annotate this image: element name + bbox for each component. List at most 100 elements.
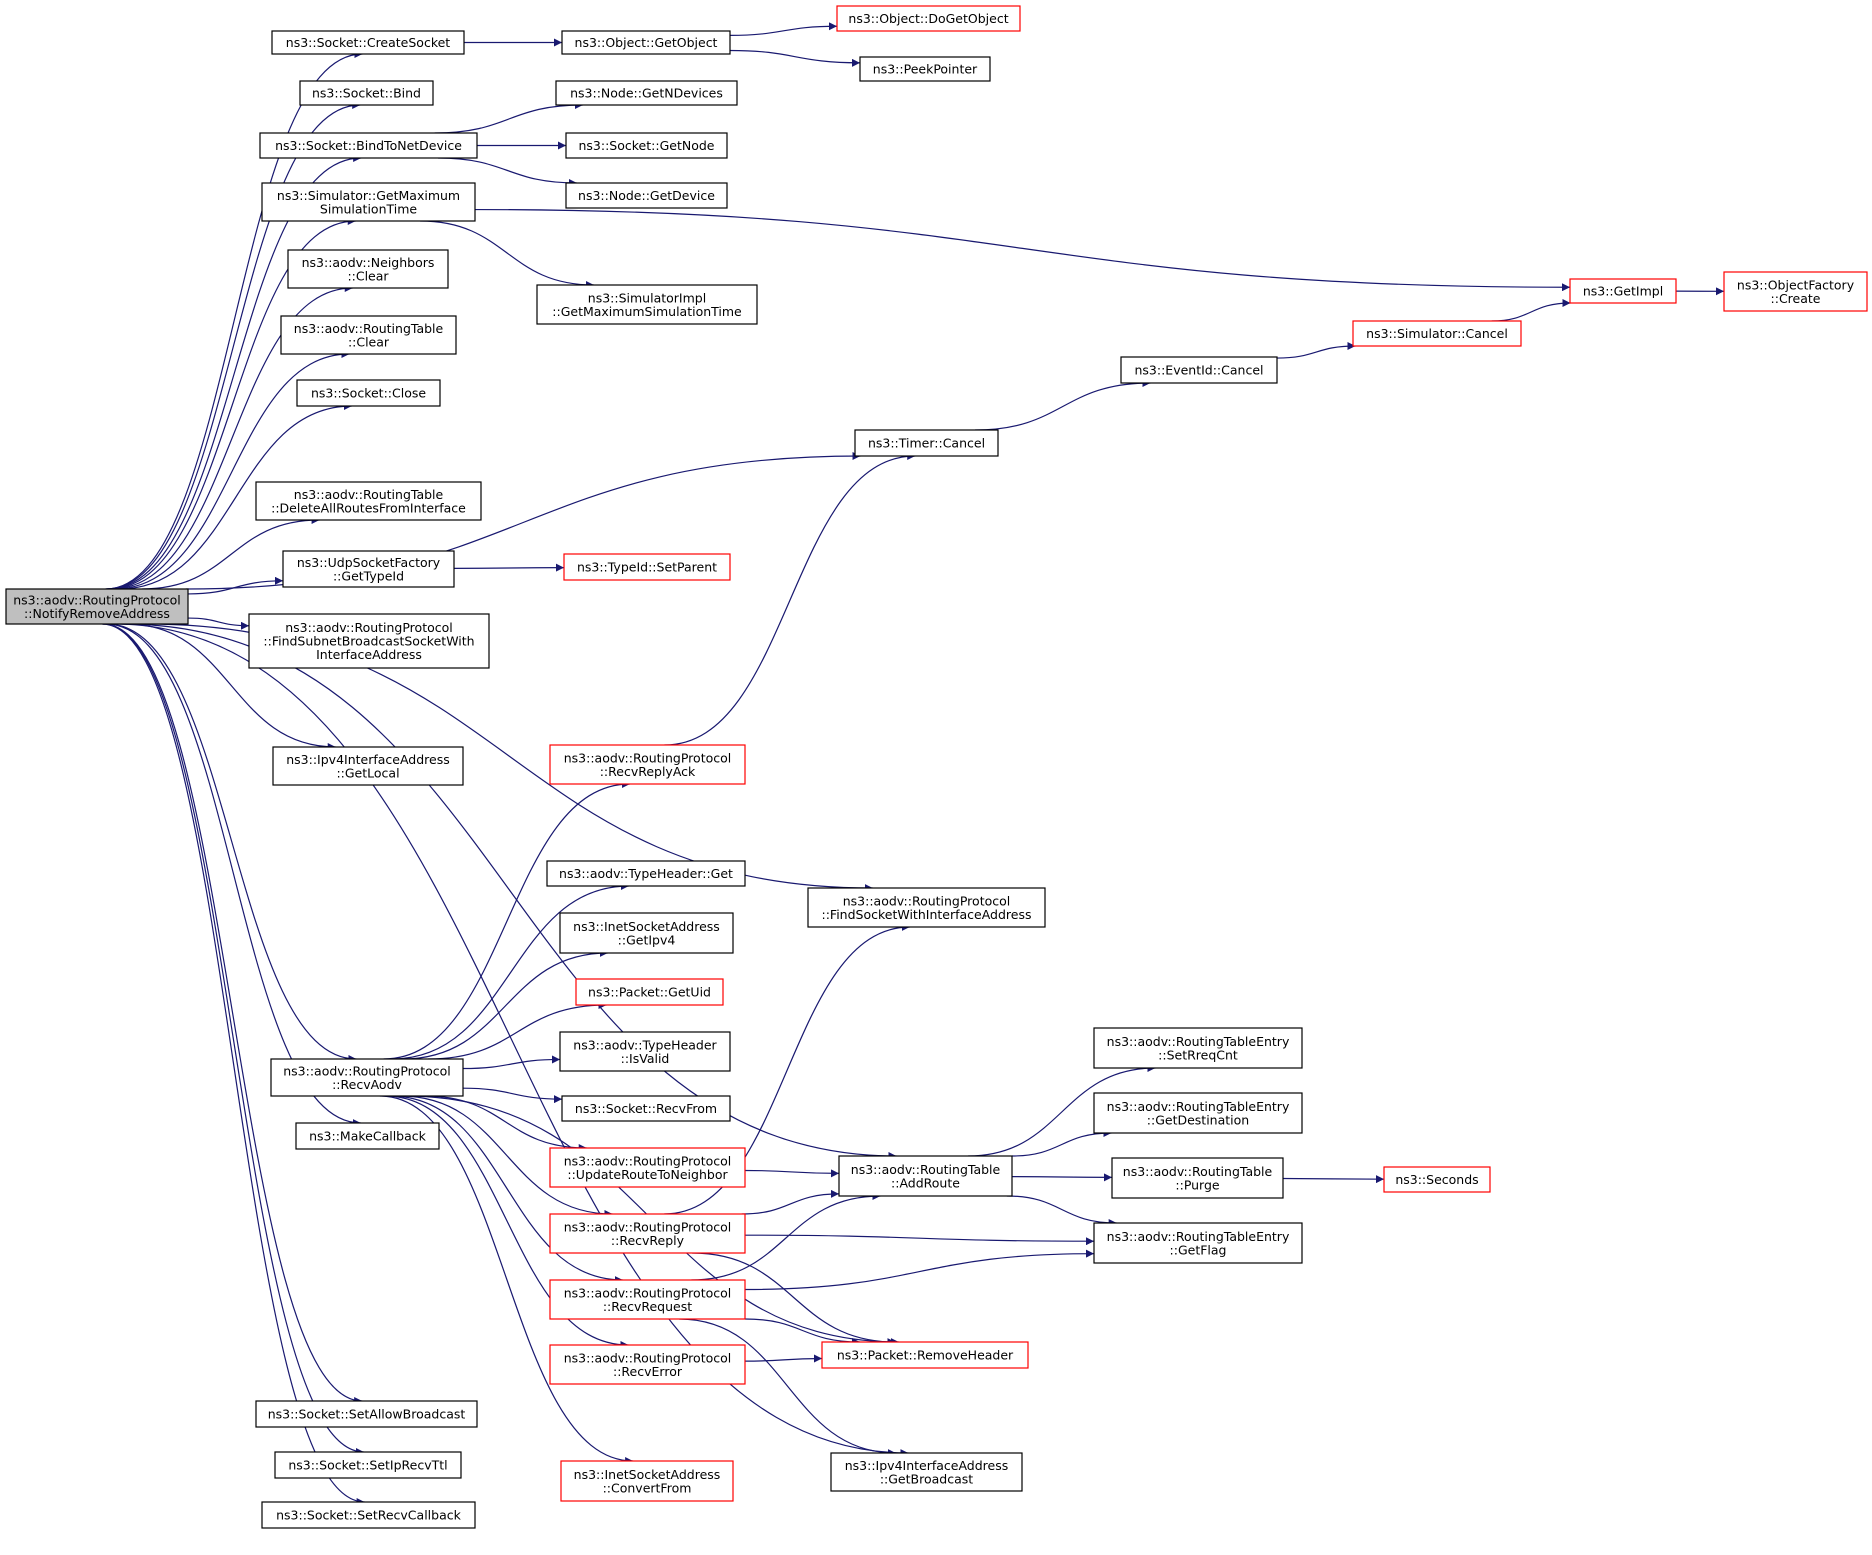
node-box [549,744,746,785]
node-node_get_device[interactable]: ns3::Node::GetDevice [565,182,728,209]
node-timer_cancel[interactable]: ns3::Timer::Cancel [854,429,999,457]
node-box [255,481,482,521]
node-find_socket_iface[interactable]: ns3::aodv::RoutingProtocol::FindSocketWi… [807,887,1046,928]
edge-recv_error-to-packet_remove_header [744,1354,823,1363]
node-label: ::GetMaximumSimulationTime [552,304,742,319]
node-label: ns3::aodv::RoutingProtocol [13,592,181,607]
node-box [821,1341,1029,1369]
node-label: ns3::GetImpl [1583,284,1663,299]
node-packet_get_uid[interactable]: ns3::Packet::GetUid [575,978,724,1006]
node-box [830,1452,1023,1492]
node-socket_close[interactable]: ns3::Socket::Close [296,379,441,407]
node-box [296,379,441,407]
node-bind_to_net_device[interactable]: ns3::Socket::BindToNetDevice [259,132,478,159]
node-box [565,182,728,209]
edge-recv_aodv-to-typeheader_is_valid [462,1055,561,1070]
node-typeid_set_parent[interactable]: ns3::TypeId::SetParent [563,553,731,581]
edge-root-to-socket_bind [106,101,361,590]
edge-bind_to_net_device-to-node_get_device [437,157,578,187]
node-simulator_cancel[interactable]: ns3::Simulator::Cancel [1352,320,1522,347]
node-root[interactable]: ns3::aodv::RoutingProtocol::NotifyRemove… [5,588,189,625]
node-do_get_object[interactable]: ns3::Object::DoGetObject [836,5,1021,32]
edge-udp_get_type_id-to-typeid_set_parent [453,563,565,572]
node-seconds[interactable]: ns3::Seconds [1383,1166,1491,1193]
node-rte_get_destination[interactable]: ns3::aodv::RoutingTableEntry::GetDestina… [1093,1092,1303,1134]
node-label: ::DeleteAllRoutesFromInterface [271,500,466,515]
edge-recv_aodv-to-recv_error [385,1095,629,1349]
node-set_ip_recv_ttl[interactable]: ns3::Socket::SetIpRecvTtl [274,1451,462,1479]
node-label: ::RecvReply [611,1233,685,1248]
node-label: ns3::UdpSocketFactory [297,555,441,570]
node-label: ns3::aodv::TypeHeader::Get [559,866,733,881]
node-typeheader_get[interactable]: ns3::aodv::TypeHeader::Get [546,860,746,887]
edge-root-to-ipv4_get_local [126,623,336,751]
node-udp_get_type_id[interactable]: ns3::UdpSocketFactory::GetTypeId [282,550,455,588]
node-simimpl_get_max_time[interactable]: ns3::SimulatorImpl::GetMaximumSimulation… [536,284,758,325]
node-find_subnet_bcast[interactable]: ns3::aodv::RoutingProtocol::FindSubnetBr… [248,613,490,669]
edge-recv_reply-to-rt_add_route [741,1189,840,1215]
node-label: ns3::Ipv4InterfaceAddress [845,1458,1009,1473]
node-socket_recv_from[interactable]: ns3::Socket::RecvFrom [561,1095,731,1122]
edge-rt_add_route-to-rt_purge [1011,1173,1113,1182]
node-rt_clear[interactable]: ns3::aodv::RoutingTable::Clear [280,315,457,355]
edge-root-to-rt_add_route [122,623,897,1160]
node-socket_bind[interactable]: ns3::Socket::Bind [299,80,434,106]
node-get_impl[interactable]: ns3::GetImpl [1569,278,1677,304]
node-box [549,1279,746,1320]
node-box [1093,1027,1303,1069]
node-recv_reply[interactable]: ns3::aodv::RoutingProtocol::RecvReply [549,1213,746,1254]
node-box [1383,1166,1491,1193]
node-node_get_n_devices[interactable]: ns3::Node::GetNDevices [555,80,738,106]
node-box [295,1122,440,1150]
node-inet_get_ipv4[interactable]: ns3::InetSocketAddress::GetIpv4 [559,912,734,954]
node-label: ns3::aodv::RoutingTableEntry [1107,1034,1290,1049]
node-box [287,249,449,289]
node-recv_reply_ack[interactable]: ns3::aodv::RoutingProtocol::RecvReplyAck [549,744,746,785]
node-rt_add_route[interactable]: ns3::aodv::RoutingTable::AddRoute [838,1155,1013,1197]
edge-root-to-socket_close [119,402,352,590]
node-sim_get_max_time[interactable]: ns3::Simulator::GetMaximumSimulationTime [261,182,476,222]
node-update_route_neighbor[interactable]: ns3::aodv::RoutingProtocol::UpdateRouteT… [549,1147,746,1188]
node-rte_get_flag[interactable]: ns3::aodv::RoutingTableEntry::GetFlag [1093,1222,1303,1264]
node-label: ns3::Ipv4InterfaceAddress [286,752,450,767]
node-socket_get_node[interactable]: ns3::Socket::GetNode [565,132,728,159]
node-eventid_cancel[interactable]: ns3::EventId::Cancel [1120,356,1278,384]
node-delete_all_routes[interactable]: ns3::aodv::RoutingTable::DeleteAllRoutes… [255,481,482,521]
node-typeheader_is_valid[interactable]: ns3::aodv::TypeHeader::IsValid [559,1031,731,1072]
node-make_callback[interactable]: ns3::MakeCallback [295,1122,440,1150]
node-get_object[interactable]: ns3::Object::GetObject [561,30,731,55]
node-peek_pointer[interactable]: ns3::PeekPointer [859,56,991,82]
node-recv_request[interactable]: ns3::aodv::RoutingProtocol::RecvRequest [549,1279,746,1320]
edge-root-to-recv_aodv [107,623,357,1063]
node-rte_set_rreq_cnt[interactable]: ns3::aodv::RoutingTableEntry::SetRreqCnt [1093,1027,1303,1069]
node-label: InterfaceAddress [316,647,422,662]
node-label: ns3::Socket::RecvFrom [575,1101,717,1116]
node-box [299,80,434,106]
node-ipv4_get_broadcast[interactable]: ns3::Ipv4InterfaceAddress::GetBroadcast [830,1452,1023,1492]
node-object_factory_create[interactable]: ns3::ObjectFactory::Create [1723,271,1868,312]
node-box [271,30,465,55]
node-ipv4_get_local[interactable]: ns3::Ipv4InterfaceAddress::GetLocal [272,746,464,786]
edge-get_object-to-peek_pointer [729,49,861,67]
node-box [838,1155,1013,1197]
node-label: ns3::Packet::GetUid [588,985,711,1000]
node-recv_aodv[interactable]: ns3::aodv::RoutingProtocol::RecvAodv [270,1058,464,1097]
node-label: ns3::aodv::RoutingTableEntry [1107,1229,1290,1244]
node-label: SimulationTime [320,201,417,216]
node-label: ns3::aodv::RoutingProtocol [564,1219,732,1234]
node-set_recv_callback[interactable]: ns3::Socket::SetRecvCallback [261,1501,476,1529]
node-label: ::RecvRequest [603,1299,692,1314]
edge-root-to-set_allow_broadcast [102,623,363,1405]
node-inet_convert_from[interactable]: ns3::InetSocketAddress::ConvertFrom [560,1460,734,1502]
node-box [280,315,457,355]
node-packet_remove_header[interactable]: ns3::Packet::RemoveHeader [821,1341,1029,1369]
node-recv_error[interactable]: ns3::aodv::RoutingProtocol::RecvError [549,1344,746,1385]
node-rt_purge[interactable]: ns3::aodv::RoutingTable::Purge [1111,1157,1284,1199]
node-neighbors_clear[interactable]: ns3::aodv::Neighbors::Clear [287,249,449,289]
node-create_socket[interactable]: ns3::Socket::CreateSocket [271,30,465,55]
edge-recv_aodv-to-recv_request [390,1095,623,1284]
node-set_allow_broadcast[interactable]: ns3::Socket::SetAllowBroadcast [255,1400,478,1428]
node-box [536,284,758,325]
node-label: ns3::Packet::RemoveHeader [837,1348,1014,1363]
node-box [5,588,189,625]
